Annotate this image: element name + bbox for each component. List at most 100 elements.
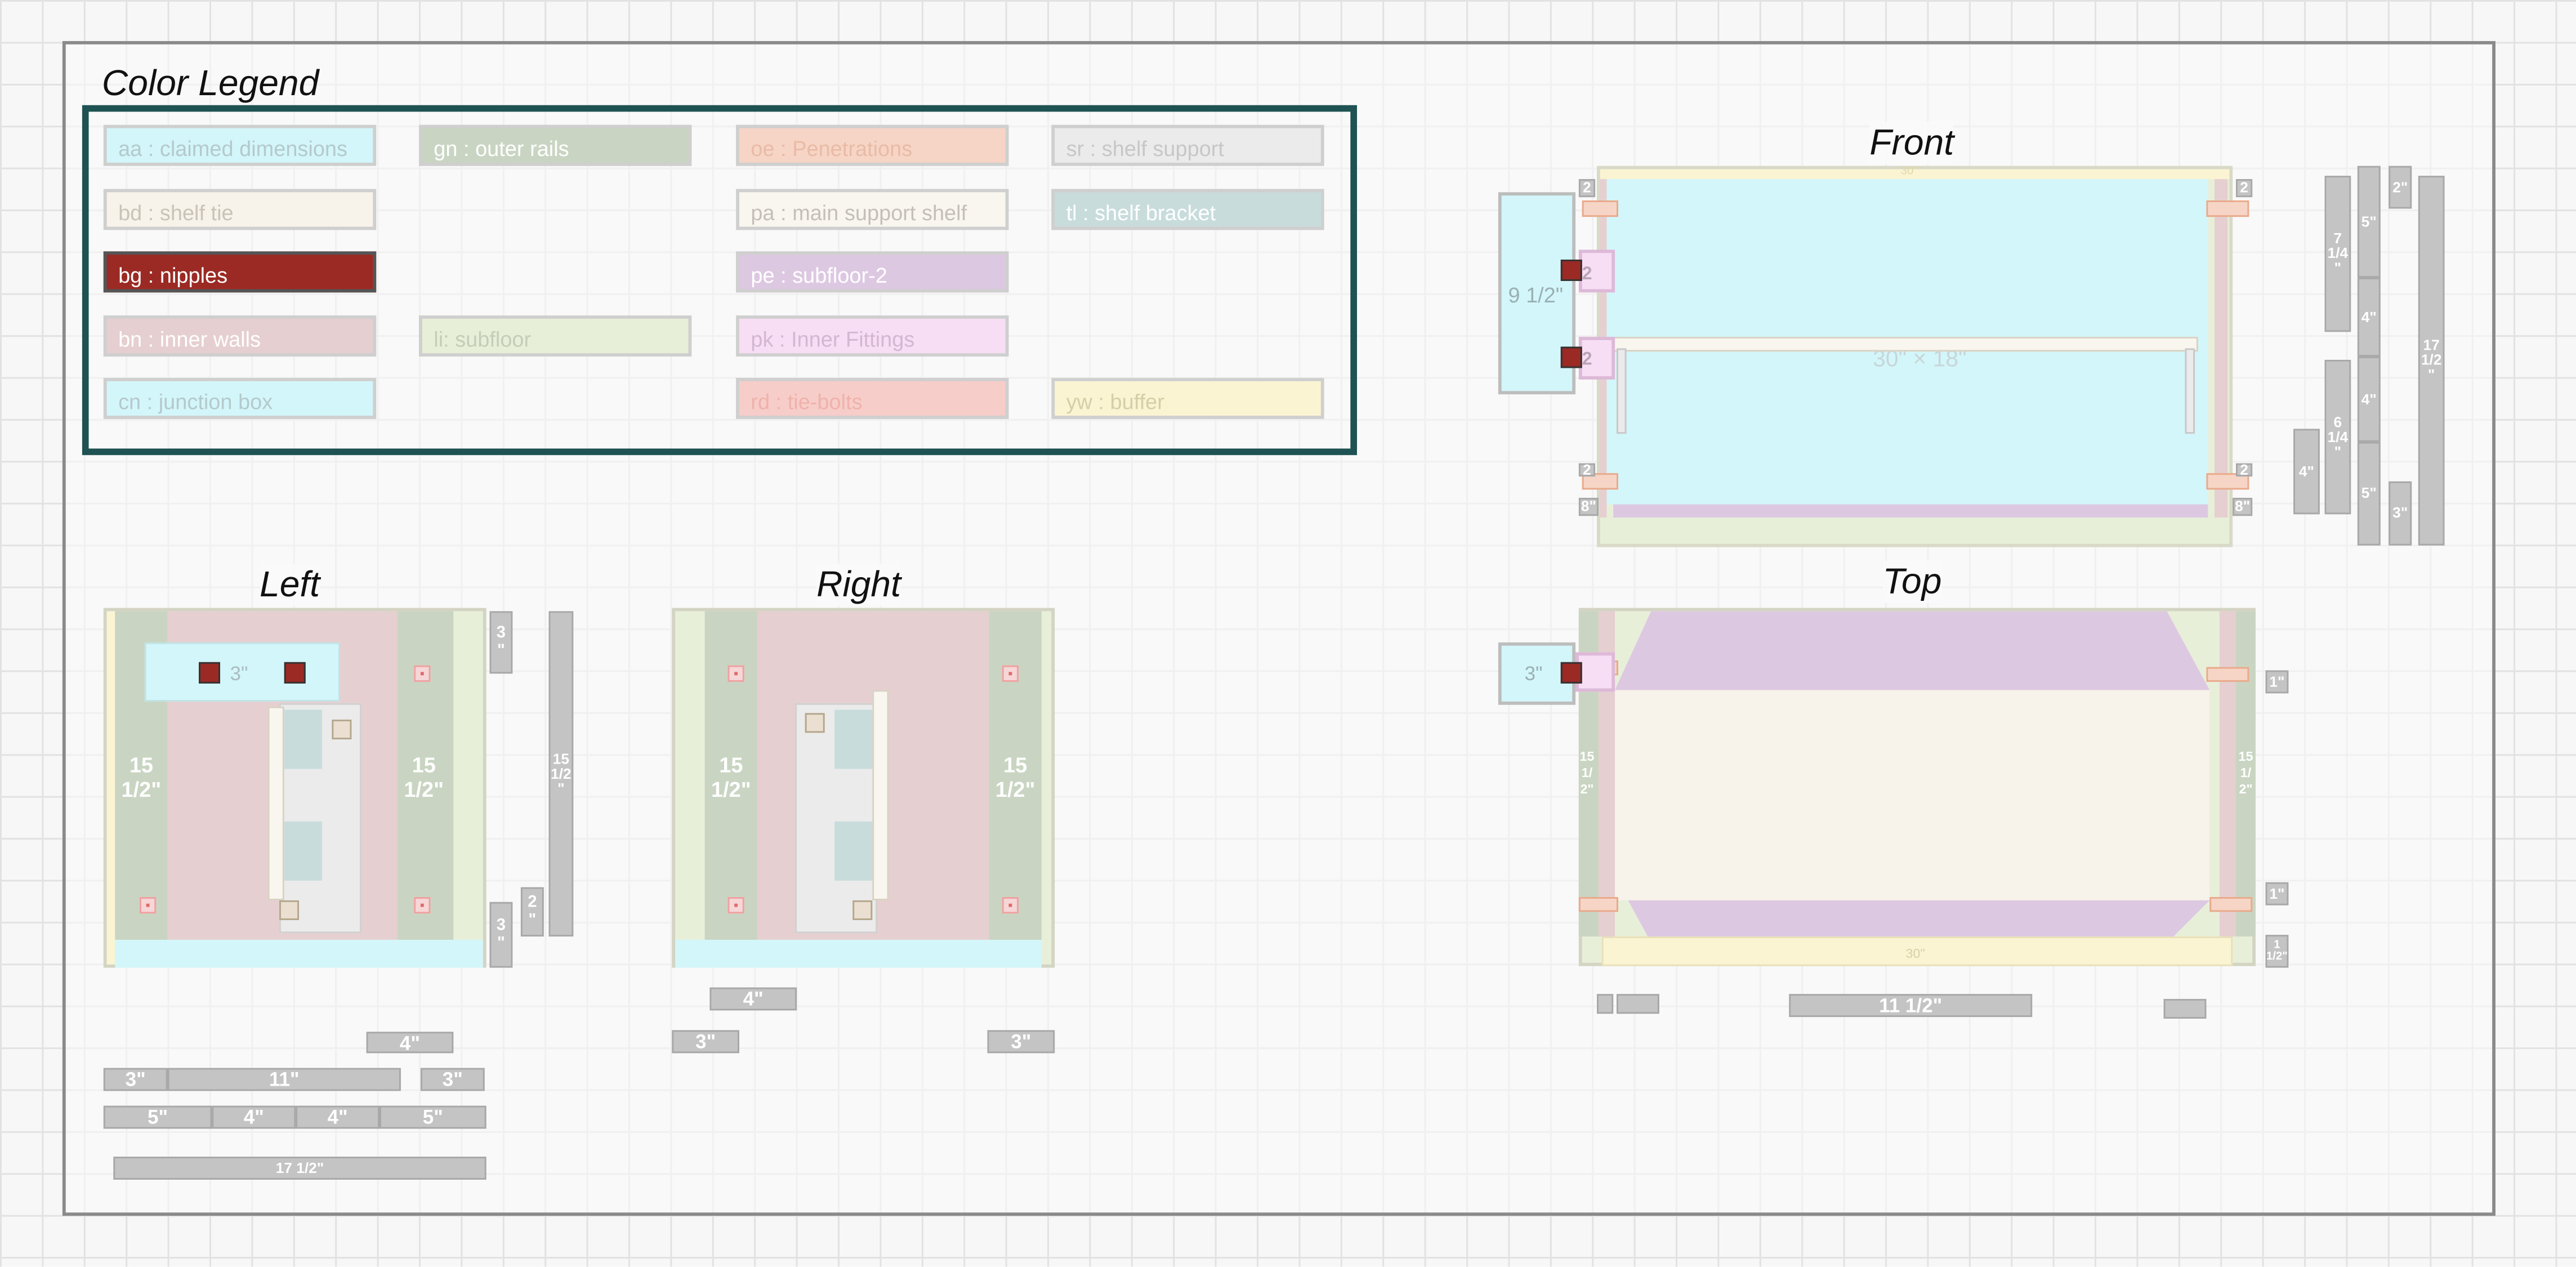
- front-dim-6-1-4: 6 1/4 ": [2324, 359, 2351, 515]
- front-subfloor-2: [1613, 504, 2208, 518]
- left-dim-4-a: 4": [212, 1105, 296, 1129]
- front-dim-4-a: 4": [2357, 278, 2381, 357]
- left-view-title: Left: [259, 563, 320, 606]
- front-buffer: [1600, 169, 2230, 180]
- top-dim-1-b: 1": [2265, 882, 2289, 905]
- right-dim-3-b: 3": [987, 1030, 1055, 1054]
- right-wall-label-right: 15 1/2": [995, 752, 1035, 802]
- left-dim-15-1-2: 15 1/2 ": [548, 611, 574, 937]
- front-junction-box: [1498, 192, 1576, 395]
- left-dim-4-b: 4": [296, 1105, 380, 1129]
- left-shelf-tie-1: [332, 719, 352, 739]
- top-bottom-label: 30": [1905, 946, 1925, 961]
- left-shelf-bracket-2: [282, 821, 322, 881]
- top-dim-small-1: [1597, 994, 1614, 1014]
- right-shelf-tie-2: [852, 900, 873, 920]
- left-dim-4: 4": [366, 1032, 454, 1054]
- front-dim-7-1-4: 7 1/4 ": [2324, 176, 2351, 332]
- front-fitting-label-1: 2: [1582, 264, 1592, 284]
- legend-item-cn: cn : junction box: [103, 378, 377, 420]
- left-buffer: [106, 611, 115, 965]
- left-nipple-1: [199, 662, 220, 684]
- top-penetration-4: [2209, 897, 2253, 912]
- front-dim-4-b: 4": [2357, 356, 2381, 442]
- front-shelf-support-right: [2185, 348, 2195, 434]
- front-dim-17-1-2: 17 1/2 ": [2418, 176, 2445, 546]
- top-subfloor-2: [1615, 611, 2220, 937]
- front-small-label-6: 2: [2235, 462, 2253, 477]
- left-wall-label-right: 15 1/2": [404, 752, 444, 802]
- legend-item-gn: gn : outer rails: [419, 124, 692, 166]
- legend-item-pk: pk : Inner Fittings: [736, 315, 1009, 357]
- front-penetration-1: [1582, 200, 1618, 217]
- legend-item-oe: oe : Penetrations: [736, 124, 1009, 166]
- front-fitting-label-2: 2: [1582, 350, 1592, 370]
- right-shelf-bracket-1: [834, 710, 874, 769]
- legend-item-pe: pe : subfloor-2: [736, 251, 1009, 293]
- front-main-support-shelf: [1613, 337, 2198, 352]
- legend-item-tl: tl : shelf bracket: [1051, 189, 1324, 230]
- top-penetration-2: [2206, 667, 2249, 682]
- front-small-label-1: 2: [1578, 179, 1596, 198]
- legend-box: [82, 105, 1358, 456]
- left-tie-bolt-2: [414, 897, 431, 914]
- right-tie-bolt-3: [727, 897, 744, 914]
- left-nipple-2: [284, 662, 306, 684]
- top-dim-1-a: 1": [2265, 670, 2289, 694]
- left-dim-17-1-2: 17 1/2": [113, 1157, 486, 1180]
- front-nipple-2: [1560, 346, 1582, 368]
- legend-item-li: li: subfloor: [419, 315, 692, 357]
- left-dim-11: 11": [167, 1068, 401, 1091]
- front-dim-5-bottom: 5": [2357, 441, 2381, 546]
- left-dim-2: 2 ": [520, 887, 544, 937]
- front-nipple-1: [1560, 259, 1582, 281]
- top-view-title: Top: [1882, 560, 1942, 603]
- left-tie-bolt-3: [140, 897, 157, 914]
- right-tie-bolt-1: [727, 665, 744, 682]
- front-view-title: Front: [1869, 121, 1954, 164]
- front-small-label-4: 8": [2233, 498, 2253, 516]
- right-junction-strip: [675, 939, 1042, 968]
- left-dim-5-b: 5": [379, 1105, 486, 1129]
- left-dim-3-bottom: 3 ": [489, 902, 513, 968]
- top-side-label-right: 15 1/ 2": [2238, 749, 2253, 797]
- front-dim-3: 3": [2389, 481, 2412, 546]
- left-junction-box: [144, 642, 340, 702]
- front-small-label-5: 2: [1578, 462, 1596, 477]
- legend-item-bd: bd : shelf tie: [103, 189, 377, 230]
- right-dim-4: 4": [709, 987, 797, 1011]
- top-inner-fitting: [1575, 652, 1615, 692]
- left-dim-3-top: 3 ": [489, 611, 513, 674]
- left-dim-5-a: 5": [103, 1105, 212, 1129]
- left-wall-label-left: 15 1/2": [121, 752, 162, 802]
- front-dim-2: 2": [2389, 166, 2412, 209]
- right-subfloor-edge: [675, 611, 705, 940]
- legend-item-bn: bn : inner walls: [103, 315, 377, 357]
- legend-item-aa: aa : claimed dimensions: [103, 124, 377, 166]
- top-shelf-tie: [1615, 690, 2210, 900]
- left-dim-3-b: 3": [420, 1068, 485, 1091]
- front-dim-5-top: 5": [2357, 166, 2381, 278]
- right-shelf-tie-1: [805, 713, 825, 733]
- top-dim-11-1-2: 11 1/2": [1789, 994, 2033, 1018]
- top-outer-rail-right: [2235, 611, 2256, 937]
- legend-item-yw: yw : buffer: [1051, 378, 1324, 420]
- legend-title: Color Legend: [101, 62, 319, 104]
- left-shelf-tie-2: [279, 900, 300, 920]
- top-dim-small-3: [2163, 998, 2207, 1019]
- front-inner-fitting-1: [1578, 249, 1615, 293]
- legend-item-pa: pa : main support shelf: [736, 189, 1009, 230]
- top-buffer: [1601, 936, 2233, 966]
- right-main-support-shelf: [872, 690, 889, 900]
- top-side-label-left: 15 1/ 2": [1579, 749, 1595, 797]
- right-tie-bolt-2: [1002, 665, 1019, 682]
- front-dim-4-c: 4": [2293, 429, 2320, 515]
- front-small-label-3: 8": [1578, 498, 1599, 516]
- right-tie-bolt-4: [1002, 897, 1019, 914]
- left-tie-bolt-1: [414, 665, 431, 682]
- top-penetration-3: [1578, 897, 1618, 912]
- top-inner-wall-right: [2219, 611, 2236, 937]
- left-shelf-bracket-1: [282, 710, 322, 769]
- left-main-support-shelf: [267, 706, 284, 900]
